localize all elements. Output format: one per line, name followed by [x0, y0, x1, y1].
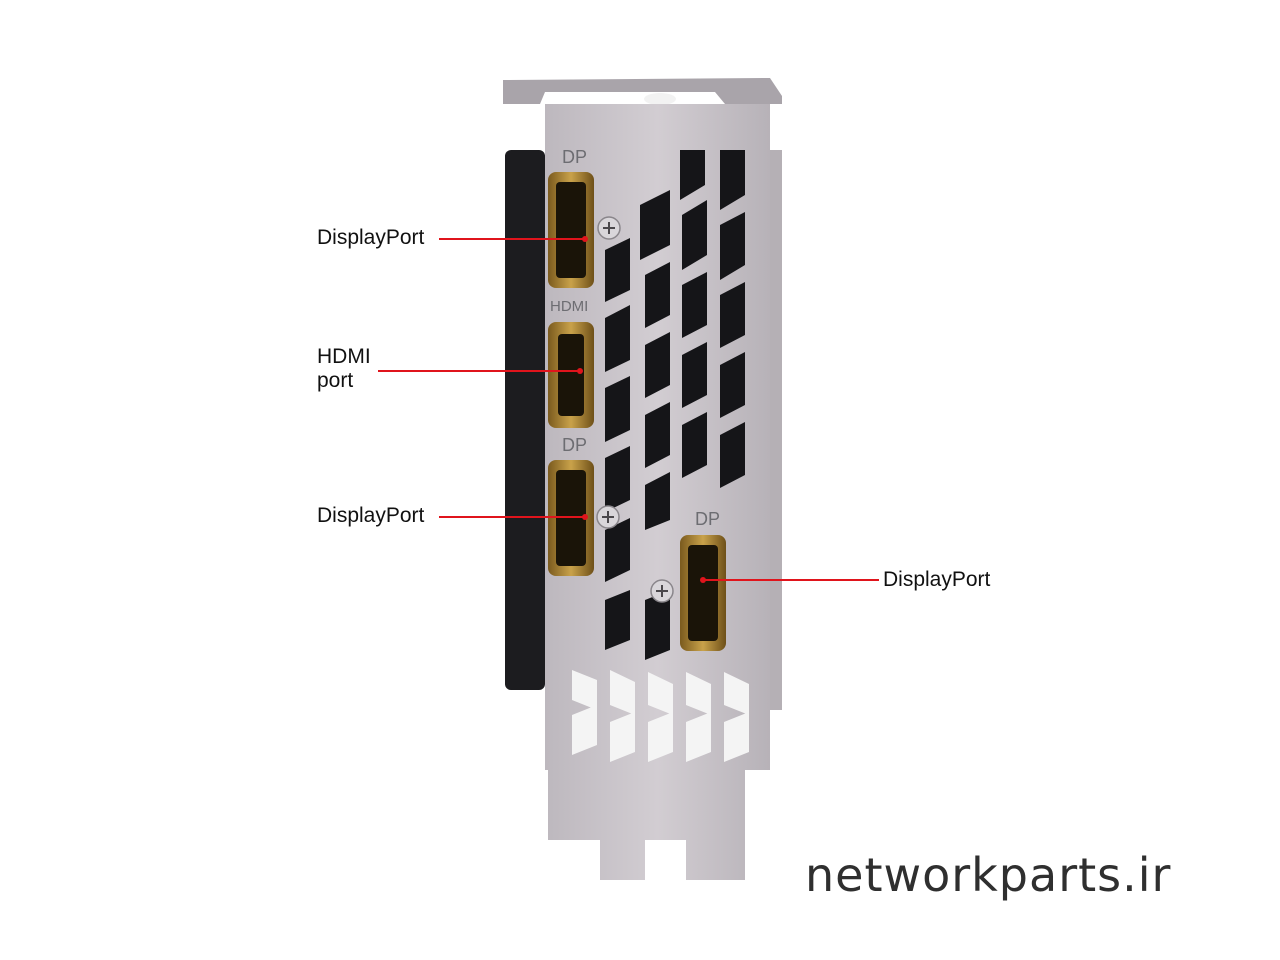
- leader-line-displayport-1: [439, 238, 585, 240]
- hdmi-connector: [548, 322, 594, 428]
- leader-dot-displayport-3: [700, 577, 706, 583]
- displayport-connector-3: [680, 535, 726, 651]
- watermark-networkparts: networkparts.ir: [805, 848, 1172, 902]
- port-legend-dp-2: DP: [562, 435, 587, 455]
- callout-displayport-1: DisplayPort: [317, 226, 425, 249]
- bracket-top-flange: [503, 78, 782, 104]
- mounting-hole: [644, 93, 676, 105]
- card-shroud-edge: [770, 150, 782, 710]
- callout-hdmi-line-2: port: [317, 369, 354, 392]
- bracket-screws: [596, 216, 674, 603]
- port-legend-hdmi: HDMI: [550, 298, 588, 315]
- callout-displayport-3: DisplayPort: [883, 568, 991, 591]
- leader-dot-displayport-1: [582, 236, 588, 242]
- callout-displayport-2: DisplayPort: [317, 504, 425, 527]
- leader-dot-hdmi: [577, 368, 583, 374]
- port-legend-dp-3: DP: [695, 509, 720, 529]
- callout-hdmi-line-1: HDMI: [317, 345, 371, 368]
- card-shroud: [505, 150, 545, 690]
- leader-line-hdmi: [378, 370, 580, 372]
- displayport-connector-2: [548, 460, 594, 576]
- leader-line-displayport-2: [439, 516, 585, 518]
- leader-dot-displayport-2: [582, 514, 588, 520]
- port-legend-dp-1: DP: [562, 147, 587, 167]
- vent-pattern: [572, 150, 749, 762]
- leader-line-displayport-3: [703, 579, 879, 581]
- displayport-connector-1: [548, 172, 594, 288]
